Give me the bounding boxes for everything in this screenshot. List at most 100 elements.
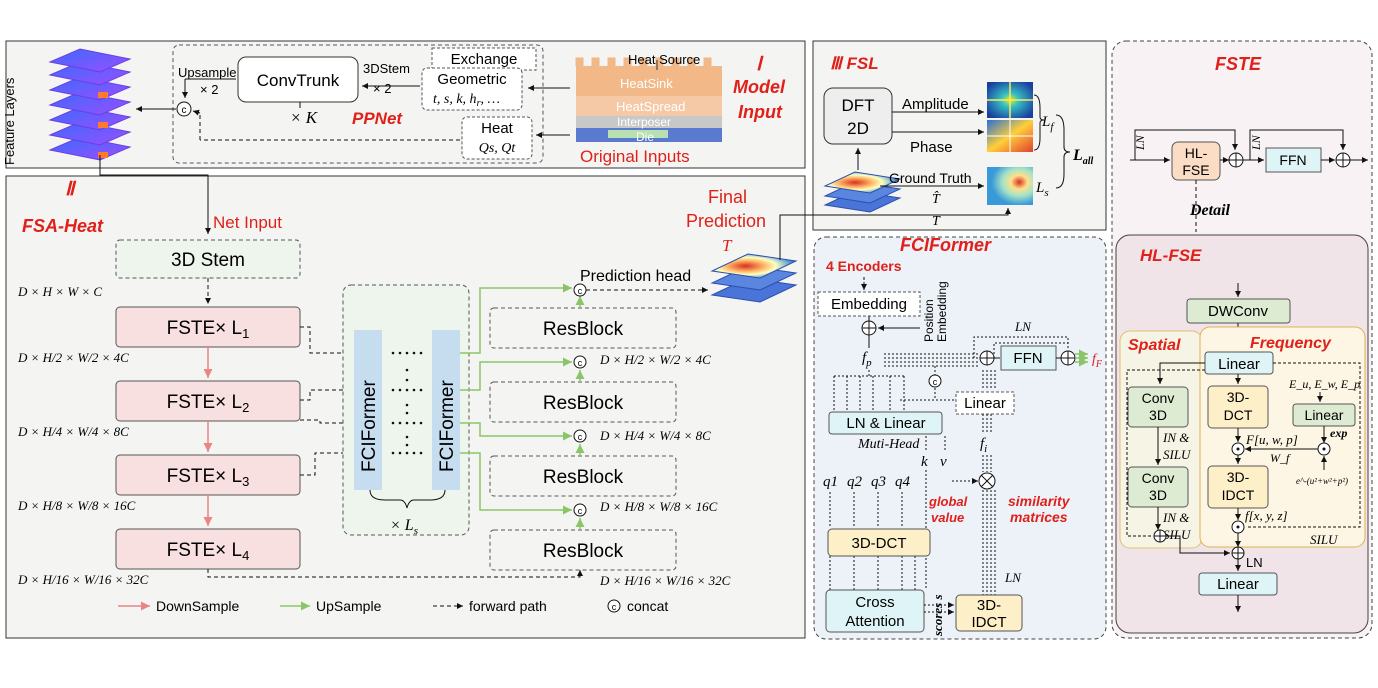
spatial-label: Spatial <box>1128 337 1181 354</box>
encoders-label: 4 Encoders <box>826 258 902 274</box>
q3-label: q3 <box>871 474 886 490</box>
in-silu-2-a: IN & <box>1162 510 1190 525</box>
frequency-label: Frequency <box>1250 335 1332 352</box>
embedding-block <box>817 291 921 317</box>
ln-linear-block <box>828 411 943 435</box>
fciformer-block-2 <box>432 330 460 490</box>
resblock-4 <box>489 529 677 571</box>
panel-fsa-heat: Ⅱ FSA-Heat Net Input 3D Stem D × H × W ×… <box>5 155 806 639</box>
hlfse-linear-label: Linear <box>1218 356 1260 373</box>
legend-forward: forward path <box>469 598 547 614</box>
fci-linear-block <box>955 391 1015 415</box>
k-label: k <box>921 454 928 470</box>
heat-source-label: Heat Source <box>628 52 700 67</box>
concat-circles-right: c c c c <box>573 283 587 517</box>
panel-fsl: Ⅲ FSL DFT 2D Amplitude Phase Lf Ground T… <box>779 40 1107 260</box>
cross-label-2: Attention <box>845 613 904 630</box>
resblock-label-1: ResBlock <box>543 319 624 340</box>
dim-1: D × H/2 × W/2 × 4C <box>17 350 129 365</box>
panel1-title-1: Model <box>733 77 786 97</box>
right-dim-4: D × H/16 × W/16 × 32C <box>599 573 731 588</box>
fste-block-4: FSTE× L4 <box>115 528 301 570</box>
cross-attention-block <box>825 589 925 633</box>
scores-label: scores s <box>930 594 945 637</box>
legend-concat-symbol: c <box>612 602 617 612</box>
panel-model-input: Feature Layers ConvTrunk Upsample × 2 3D… <box>2 40 806 169</box>
cross-label-1: Cross <box>855 594 894 611</box>
heatspread-label: HeatSpread <box>616 99 685 114</box>
geometric-params: t, s, k, hr, … <box>433 92 500 109</box>
fuwp-label: F[u, w, p] <box>1245 432 1298 447</box>
fp-label: fp <box>862 350 872 369</box>
panel-fciformer-detail: FCIFormer 4 Encoders Embedding Position … <box>813 235 1107 640</box>
resblock-2 <box>489 381 677 423</box>
legend-upsample: UpSample <box>316 598 382 614</box>
original-inputs-label: Original Inputs <box>580 147 690 166</box>
dft-label-1: DFT <box>841 96 874 115</box>
prediction-head-label: Prediction head <box>580 268 691 285</box>
upsample-x2: × 2 <box>200 82 218 97</box>
dim-4: D × H/16 × W/16 × 32C <box>17 572 149 587</box>
fi-lines <box>982 370 996 595</box>
ppnet-container <box>172 44 544 164</box>
ground-truth-label: Ground Truth <box>889 170 972 186</box>
heatsink-label: HeatSink <box>620 76 673 91</box>
dwconv-label: DWConv <box>1208 303 1269 320</box>
heat-label: Heat <box>481 120 514 137</box>
q2-label: q2 <box>847 474 863 490</box>
similarity-label-1: similarity <box>1008 493 1071 509</box>
die-label: Die <box>636 130 654 144</box>
fste-block-3: FSTE× L3 <box>115 454 301 496</box>
embedding-label: Embedding <box>831 296 907 313</box>
lf-label: Lf <box>1041 114 1055 133</box>
panel1-roman: Ⅰ <box>756 54 764 75</box>
conv3d-1-b: 3D <box>1149 407 1167 423</box>
hlfse-linear2-label: Linear <box>1305 407 1344 423</box>
heat-params: Qs, Qt <box>479 141 517 156</box>
feature-layers-stack <box>48 48 132 161</box>
right-dim-2: D × H/4 × W/4 × 8C <box>599 428 711 443</box>
hlfse-title: HL-FSE <box>1140 246 1202 265</box>
hlfse-small-1: HL- <box>1185 145 1208 161</box>
gauss-label: e^-(u²+w²+p²) <box>1296 476 1348 486</box>
fste-label-3: FSTE× L3 <box>167 466 250 489</box>
conv3d-1-a: Conv <box>1142 390 1175 406</box>
hlfse-dct-1: 3D- <box>1227 389 1250 405</box>
dim-0: D × H × W × C <box>17 284 102 299</box>
panel-fste-detail: FSTE LN HL- FSE LN FFN Detail HL-FSE DWC… <box>1111 40 1373 639</box>
stem3d-label: 3DStem <box>363 61 410 76</box>
ffn-block <box>1000 345 1057 371</box>
amplitude-label: Amplitude <box>902 96 969 113</box>
interposer-label: Interposer <box>617 115 671 129</box>
wf-label: W_f <box>1270 451 1291 465</box>
final-line-1: Final <box>708 187 747 207</box>
ffn-label: FFN <box>1013 350 1042 367</box>
dft-label-2: 2D <box>847 119 869 138</box>
right-dim-3: D × H/8 × W/8 × 16C <box>599 499 718 514</box>
geometric-label: Geometric <box>437 71 507 88</box>
chip-stack-illustration <box>575 57 722 142</box>
svg-text:c: c <box>578 506 583 516</box>
concat-icon <box>176 101 192 117</box>
v-label: v <box>940 454 947 470</box>
heat-block <box>461 116 533 160</box>
hlfse-ln-label: LN <box>1246 555 1263 570</box>
q-lines <box>829 470 927 590</box>
fste-ln-label-2: LN <box>1249 134 1263 151</box>
legend-downsample: DownSample <box>156 598 239 614</box>
upsample-label: Upsample <box>178 65 237 80</box>
right-dim-1: D × H/2 × W/2 × 4C <box>599 352 711 367</box>
svg-text:c: c <box>578 286 583 296</box>
fci-ln-label: LN <box>1014 319 1032 334</box>
ppnet-label: PPNet <box>352 109 403 128</box>
conv3d-2-b: 3D <box>1149 487 1167 503</box>
hlfse-idct-1: 3D- <box>1227 469 1250 485</box>
ff-label: fF <box>1092 352 1103 370</box>
lall-label: Lall <box>1072 147 1094 167</box>
ground-truth-image <box>987 167 1033 205</box>
fste-label-4: FSTE× L4 <box>167 540 250 563</box>
fste-block-1: FSTE× L1 <box>115 306 301 348</box>
concat-symbol: c <box>182 105 187 116</box>
in-silu-1-b: SILU <box>1163 447 1192 462</box>
